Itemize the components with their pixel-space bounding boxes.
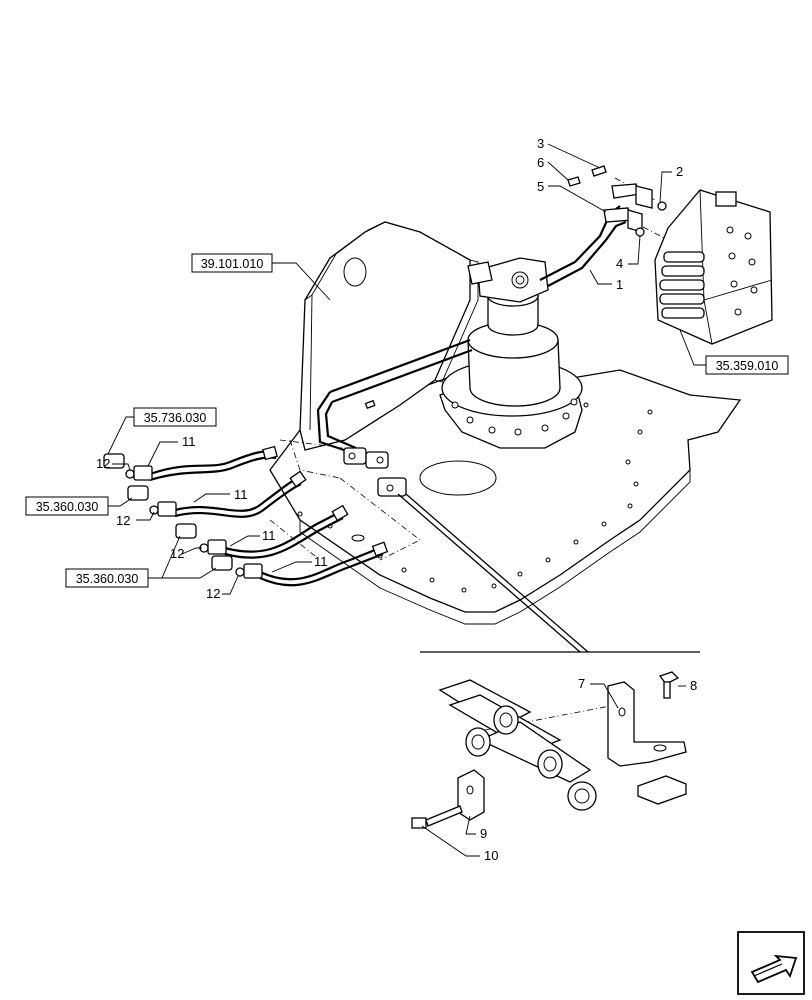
callout-labels: 3 6 5 2 4 1 11 12 11 12 12 11 11 12 7 8 … [96, 136, 697, 863]
detail-bracket-7 [607, 681, 687, 767]
ref-mid-fitting-leader [108, 497, 133, 507]
callout-2: 2 [676, 164, 683, 179]
callout-7: 7 [578, 676, 585, 691]
callout-5: 5 [537, 179, 544, 194]
callout-8: 8 [690, 678, 697, 693]
ref-valve-leader [679, 329, 706, 366]
callout-10: 10 [484, 848, 498, 863]
detail-bolt-10 [411, 805, 463, 829]
ref-valve-box[interactable]: 35.359.010 [705, 355, 789, 375]
detail-clamp-9 [457, 769, 485, 821]
callout-12-fourth: 12 [206, 586, 220, 601]
ref-lower-fitting-label: 35.360.030 [76, 572, 139, 586]
ref-lower-fitting-leader-b [148, 567, 217, 579]
ref-frame-leader [272, 262, 331, 301]
previous-page-arrow-icon[interactable] [737, 931, 805, 995]
ref-mid-fitting-box[interactable]: 35.360.030 [25, 496, 109, 516]
callout-3: 3 [537, 136, 544, 151]
detail-block [637, 775, 687, 805]
ref-mid-fitting-label: 35.360.030 [36, 500, 99, 514]
detail-bolt-8 [658, 671, 680, 699]
ref-frame-label: 39.101.010 [201, 257, 264, 271]
swing-motor [439, 257, 583, 449]
plate-bolt-holes [297, 402, 653, 593]
detail-leader-line-2 [405, 493, 589, 653]
callout-6: 6 [537, 155, 544, 170]
ref-valve-label: 35.359.010 [716, 359, 779, 373]
detail-pipes [438, 679, 597, 811]
callout-11-third: 11 [262, 528, 276, 543]
callout-11-fourth: 11 [314, 554, 328, 569]
valve-spools [659, 251, 705, 319]
valve-ports [726, 226, 758, 316]
ref-upper-fitting-label: 35.736.030 [144, 411, 207, 425]
callout-12-second: 12 [116, 513, 130, 528]
callout-12-first: 12 [96, 456, 110, 471]
hose-end-fittings [103, 453, 263, 579]
callout-4: 4 [616, 256, 623, 271]
callout-leaders [112, 143, 686, 857]
tee-fittings [343, 447, 407, 497]
ref-frame-box[interactable]: 39.101.010 [191, 253, 273, 273]
control-valve [654, 189, 773, 345]
frame-bracket [299, 221, 479, 451]
ref-lower-fitting-box[interactable]: 35.360.030 [65, 568, 149, 588]
detail-leader-line [397, 493, 581, 653]
callout-12-third: 12 [170, 546, 184, 561]
callout-1: 1 [616, 277, 623, 292]
callout-11-second: 11 [234, 487, 248, 502]
ref-upper-fitting-leader [107, 416, 134, 455]
ref-upper-fitting-box[interactable]: 35.736.030 [133, 407, 217, 427]
hoses [149, 445, 389, 587]
callout-9: 9 [480, 826, 487, 841]
hydraulic-pipes [316, 205, 627, 454]
motor-flange-holes [451, 398, 578, 436]
callout-11-first: 11 [182, 434, 196, 449]
